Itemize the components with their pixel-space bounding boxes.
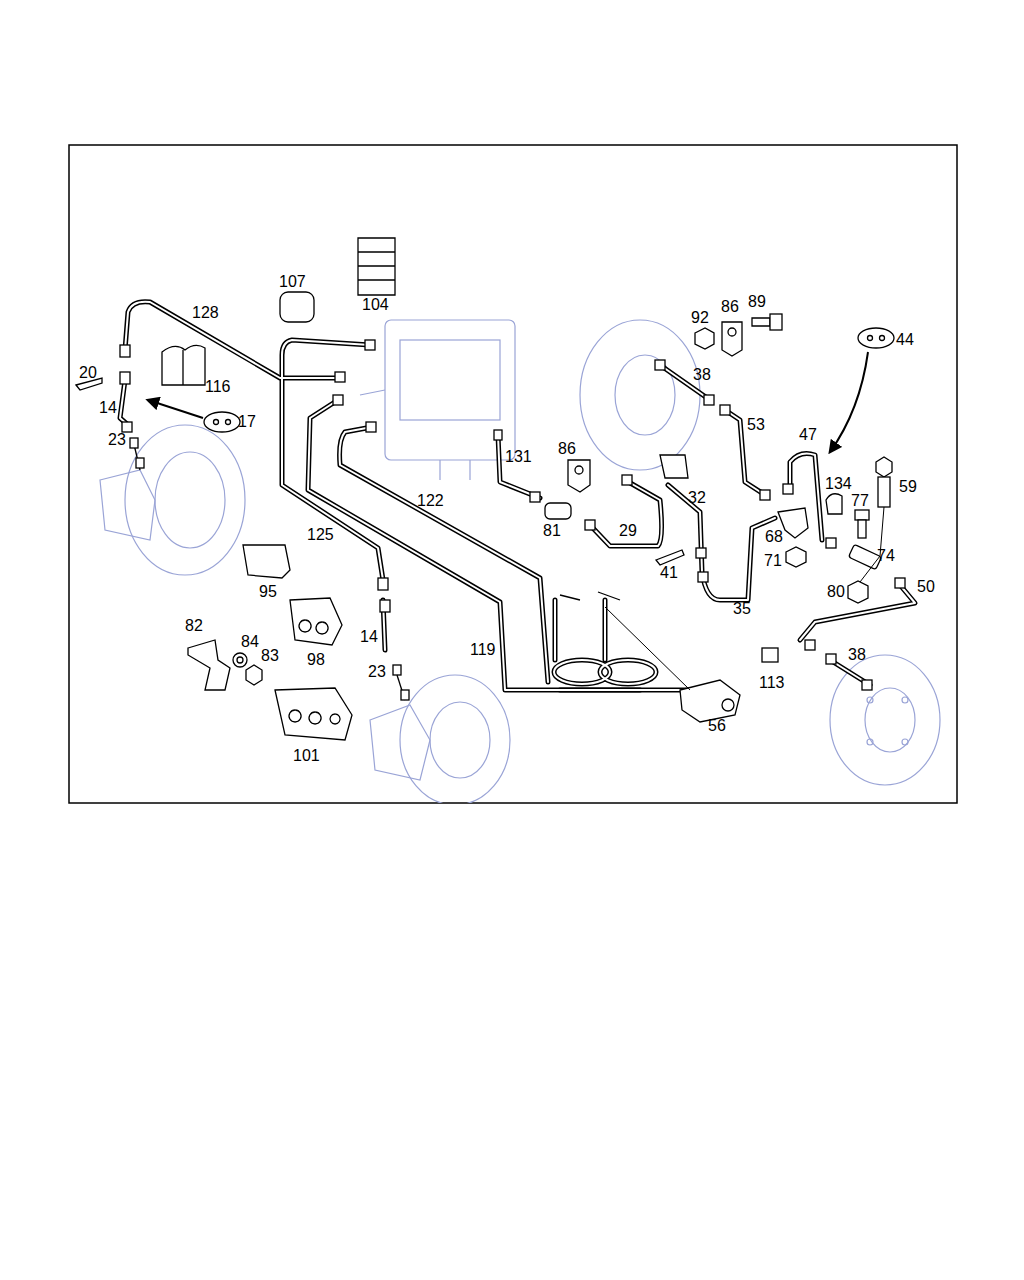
callout-number: 23 (107, 431, 127, 449)
callout-number: 68 (764, 528, 784, 546)
callout-number: 83 (260, 647, 280, 665)
callout-number: 29 (618, 522, 638, 540)
callout-number: 14 (98, 399, 118, 417)
callout-number: 104 (361, 296, 390, 314)
callout-number: 50 (916, 578, 936, 596)
callout-number: 119 (469, 641, 497, 659)
callout-number: 125 (306, 526, 335, 544)
callout-number: 56 (707, 717, 727, 735)
brake-tubes (120, 302, 915, 690)
callout-number: 134 (824, 475, 853, 493)
background-components (100, 320, 940, 803)
callout-number: 41 (659, 564, 679, 582)
callout-number: 116 (204, 378, 232, 396)
parts (76, 238, 905, 740)
callout-number: 20 (78, 364, 98, 382)
frame (69, 145, 957, 803)
callout-number: 89 (747, 293, 767, 311)
callout-number: 80 (826, 583, 846, 601)
callout-number: 82 (184, 617, 204, 635)
callout-number: 77 (850, 492, 870, 510)
callout-number: 71 (763, 552, 783, 570)
callout-number: 128 (191, 304, 220, 322)
callout-number: 59 (898, 478, 918, 496)
callout-number: 14 (359, 628, 379, 646)
callout-number: 74 (876, 547, 896, 565)
callout-number: 131 (504, 448, 533, 466)
callout-number: 107 (278, 273, 307, 291)
callout-number: 84 (240, 633, 260, 651)
callout-number: 86 (720, 298, 740, 316)
callout-number: 23 (367, 663, 387, 681)
callout-number: 17 (237, 413, 257, 431)
callout-number: 113 (758, 674, 786, 692)
callout-number: 38 (692, 366, 712, 384)
callout-number: 122 (416, 492, 445, 510)
callout-number: 92 (690, 309, 710, 327)
callout-number: 47 (798, 426, 818, 444)
arrows (148, 352, 868, 452)
callout-number: 32 (687, 489, 707, 507)
callout-number: 98 (306, 651, 326, 669)
callout-number: 44 (895, 331, 915, 349)
callout-number: 101 (292, 747, 321, 765)
callout-number: 81 (542, 522, 562, 540)
callout-number: 53 (746, 416, 766, 434)
callout-number: 38 (847, 646, 867, 664)
callout-number: 95 (258, 583, 278, 601)
leader-lines (605, 507, 884, 690)
callout-number: 86 (557, 440, 577, 458)
callout-number: 35 (732, 600, 752, 618)
